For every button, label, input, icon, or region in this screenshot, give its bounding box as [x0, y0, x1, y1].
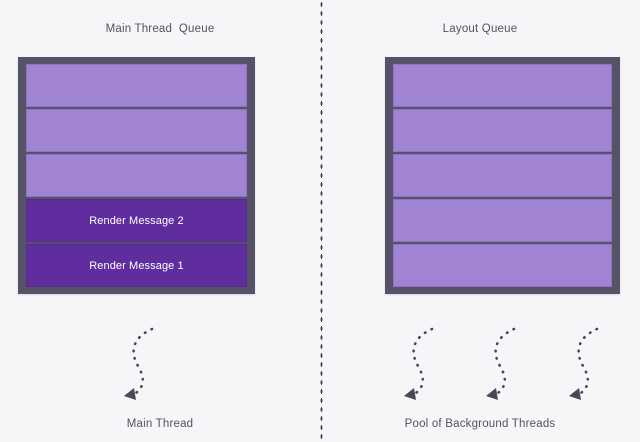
main-thread-flow-arrow: [118, 326, 164, 404]
background-thread-flow-arrow-2: [480, 326, 526, 404]
background-thread-flow-arrow-1: [398, 326, 444, 404]
queue-cell-render-message-1: Render Message 1: [26, 244, 247, 287]
layout-queue-title: Layout Queue: [442, 23, 518, 35]
queue-cell: [393, 109, 612, 152]
queue-cell: [26, 109, 247, 152]
background-thread-flow-arrow-3: [563, 326, 609, 404]
queue-cell: [26, 64, 247, 107]
queue-cell: [393, 64, 612, 107]
layout-queue-container: [385, 57, 620, 294]
queue-cell: [26, 154, 247, 197]
queue-cell: [393, 244, 612, 287]
queue-cell-render-message-2: Render Message 2: [26, 199, 247, 242]
queue-cell: [393, 154, 612, 197]
main-thread-queue-title: Main Thread Queue: [105, 23, 215, 35]
queue-cell: [393, 199, 612, 242]
pool-of-background-threads-label: Pool of Background Threads: [404, 418, 556, 430]
main-thread-label: Main Thread: [126, 418, 194, 430]
vertical-dotted-divider: [320, 0, 323, 442]
main-thread-queue-container: Render Message 2 Render Message 1: [18, 57, 255, 294]
